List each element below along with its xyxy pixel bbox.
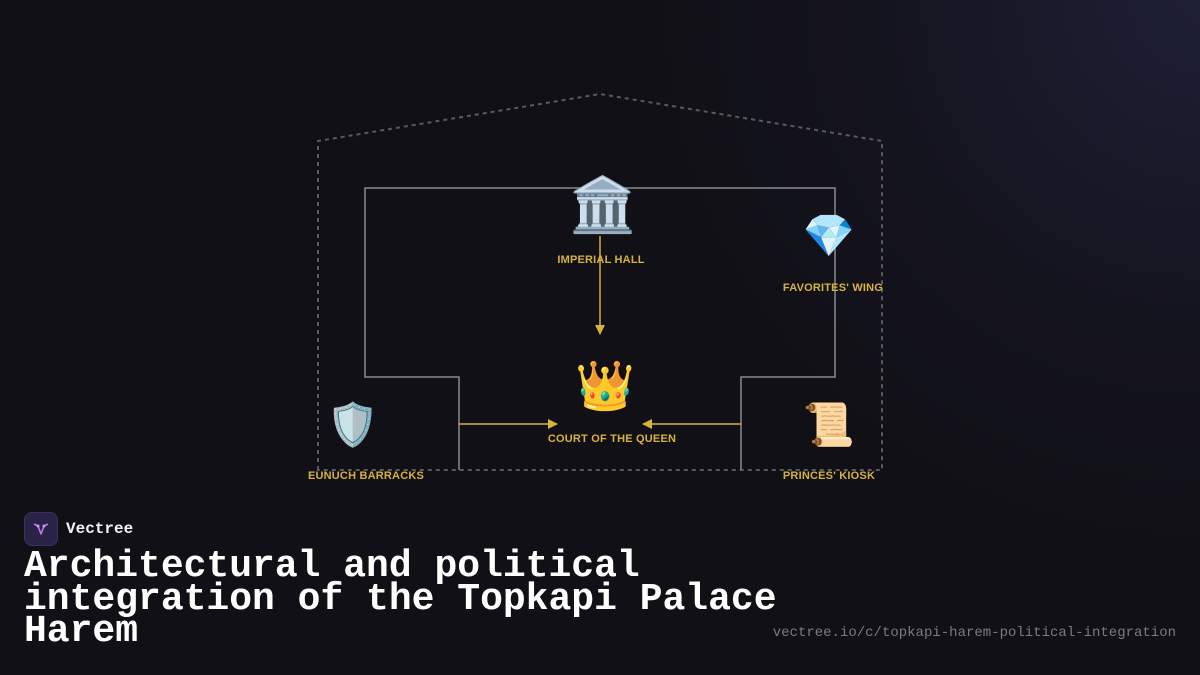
node-label-favorites-wing: FAVORITES' WING [782, 282, 884, 294]
gem-icon: 💎 [802, 211, 856, 260]
node-label-imperial-hall: IMPERIAL HALL [557, 254, 645, 266]
palace-diagram [317, 92, 883, 471]
brand-name: Vectree [66, 520, 134, 538]
palace-outer-wall [317, 92, 883, 471]
scroll-icon: 📜 [802, 400, 856, 449]
node-label-eunuch-barracks: EUNUCH BARRACKS [307, 470, 425, 482]
classical-building-icon: 🏛️ [569, 173, 637, 236]
node-label-princes-kiosk: PRINCES' KIOSK [782, 470, 876, 482]
shield-icon: 🛡️ [326, 400, 380, 449]
background-glow [640, 0, 1200, 560]
harem-inner-wall [364, 187, 836, 470]
page-url[interactable]: vectree.io/c/topkapi-harem-political-int… [772, 625, 1176, 641]
vectree-logo-icon [24, 512, 58, 546]
brand: Vectree [24, 512, 133, 546]
crown-icon: 👑 [575, 358, 635, 414]
node-label-court-of-the-queen: COURT OF THE QUEEN [547, 433, 677, 445]
page-title: Architectural and political integration … [24, 545, 777, 653]
